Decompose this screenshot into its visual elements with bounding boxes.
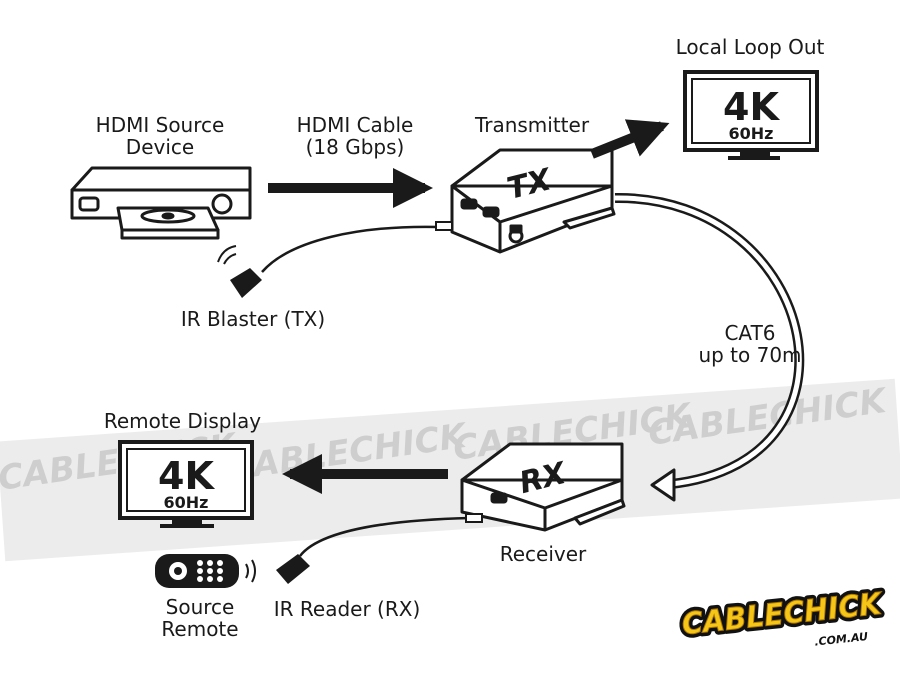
ir-blaster-plug (435, 221, 453, 231)
cat6-label-line2: up to 70m (698, 343, 802, 367)
cat6-label: CAT6 up to 70m (690, 322, 810, 366)
local-loop-tv-icon (683, 70, 819, 160)
loop-out-arrow (590, 119, 670, 159)
local-tv-resolution: 4K (723, 85, 780, 129)
ir-blaster-label: IR Blaster (TX) (180, 307, 326, 331)
rx-box-icon (460, 442, 626, 532)
hdmi-cable-label: HDMI Cable (18 Gbps) (280, 114, 430, 158)
ir-reader-plug (465, 513, 483, 523)
hdmi-source-label: HDMI Source Device (80, 114, 240, 158)
local-loop-out-label: Local Loop Out (675, 35, 825, 59)
remote-tv-refresh: 60Hz (164, 493, 209, 512)
receiver-label: Receiver (499, 542, 587, 566)
ir-blaster-icon (217, 245, 262, 298)
logo-suffix: .COM.AU (814, 630, 869, 649)
cablechick-logo-art: CABLECHICK CABLECHICK .COM.AU (676, 582, 889, 649)
remote-tv-icon (118, 440, 254, 528)
ir-blaster-cable (261, 225, 441, 273)
hdmi-source-label-line1: HDMI Source (95, 113, 225, 137)
source-remote-label: Source Remote (150, 596, 250, 640)
remote-tv-resolution: 4K (158, 454, 215, 498)
local-tv-refresh: 60Hz (729, 124, 774, 143)
hdmi-source-label-line2: Device (125, 135, 195, 159)
ir-reader-icon (276, 554, 310, 584)
ir-reader-label: IR Reader (RX) (273, 597, 421, 621)
source-remote-label-line1: Source (165, 595, 235, 619)
ir-reader-cable (299, 516, 471, 557)
source-remote-label-line2: Remote (161, 617, 239, 641)
hdmi-cable-label-line1: HDMI Cable (296, 113, 414, 137)
cat6-label-line1: CAT6 (724, 321, 776, 345)
transmitter-label: Transmitter (474, 113, 590, 137)
source-remote-icon (155, 554, 256, 588)
remote-display-label: Remote Display (103, 409, 262, 433)
cablechick-logo: CABLECHICK CABLECHICK .COM.AU (672, 578, 892, 658)
hdmi-source-device-icon (70, 166, 252, 240)
tx-box-icon (450, 148, 616, 254)
cat6-cable-arrowhead (650, 468, 676, 502)
hdmi-cable-label-line2: (18 Gbps) (305, 135, 405, 159)
cat6-cable-fill (614, 195, 802, 488)
